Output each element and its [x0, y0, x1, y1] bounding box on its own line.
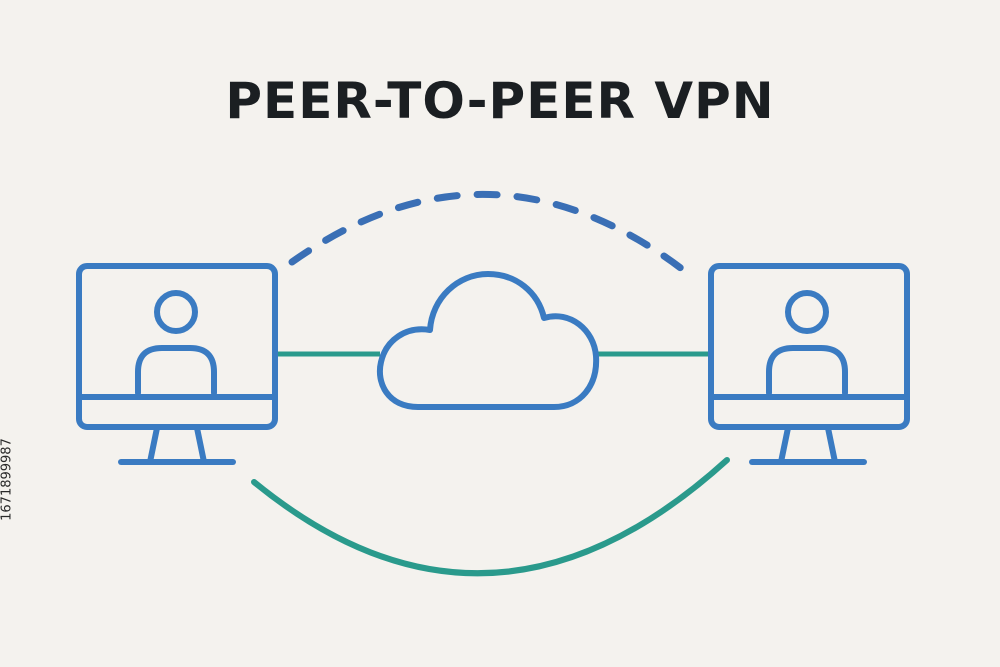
left-peer-computer-icon: [76, 263, 278, 465]
direct-connection-arc: [251, 457, 730, 577]
dashed-tunnel-arc: [288, 191, 690, 276]
diagram-title: PEER-TO-PEER VPN: [225, 72, 775, 130]
right-peer-computer-icon: [708, 263, 910, 465]
cloud-icon: [376, 271, 600, 410]
